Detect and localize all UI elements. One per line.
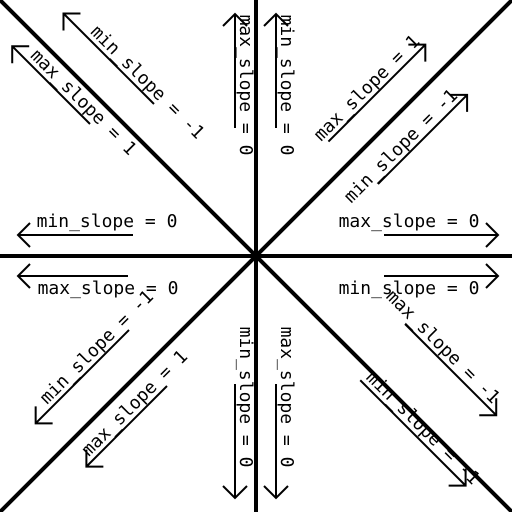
label-n-left: max_slope = 0 [235,15,256,156]
arrow-wnw [11,45,91,125]
label-w-upper: min_slope = 0 [37,211,178,232]
arrow-ssw [85,385,168,468]
arrow-n-right [263,12,289,128]
octant-w-upper: min_slope = 0 [16,211,178,248]
octant-e-upper: max_slope = 0 [339,211,500,248]
label-n-right: min_slope = 0 [276,15,297,156]
arrow-n-left [222,12,248,128]
label-e-lower: min_slope = 0 [339,278,480,299]
arrow-w-upper [16,222,133,248]
arrow-w-lower [16,263,128,289]
octant-s-right: max_slope = 0 [263,327,297,500]
arrow-ene [377,93,469,185]
octant-s-left: min_slope = 0 [222,327,256,500]
arrow-ese [404,323,498,417]
arrow-e-lower [384,263,500,289]
arrow-sse [359,379,467,487]
arrow-e-upper [384,222,500,248]
arrow-wsw [34,329,130,425]
arrow-nne [327,43,427,143]
arrow-nnw [62,12,155,105]
label-w-lower: max_slope = 0 [38,278,179,299]
label-e-upper: max_slope = 0 [339,211,480,232]
arrow-s-right [263,384,289,500]
label-s-right: max_slope = 0 [276,327,297,468]
label-s-left: min_slope = 0 [235,327,256,468]
arrow-s-left [222,384,248,500]
octant-n-left: max_slope = 0 [222,12,256,156]
octant-n-right: min_slope = 0 [263,12,297,156]
octant-w-lower: max_slope = 0 [16,263,179,299]
octant-e-lower: min_slope = 0 [339,263,500,299]
